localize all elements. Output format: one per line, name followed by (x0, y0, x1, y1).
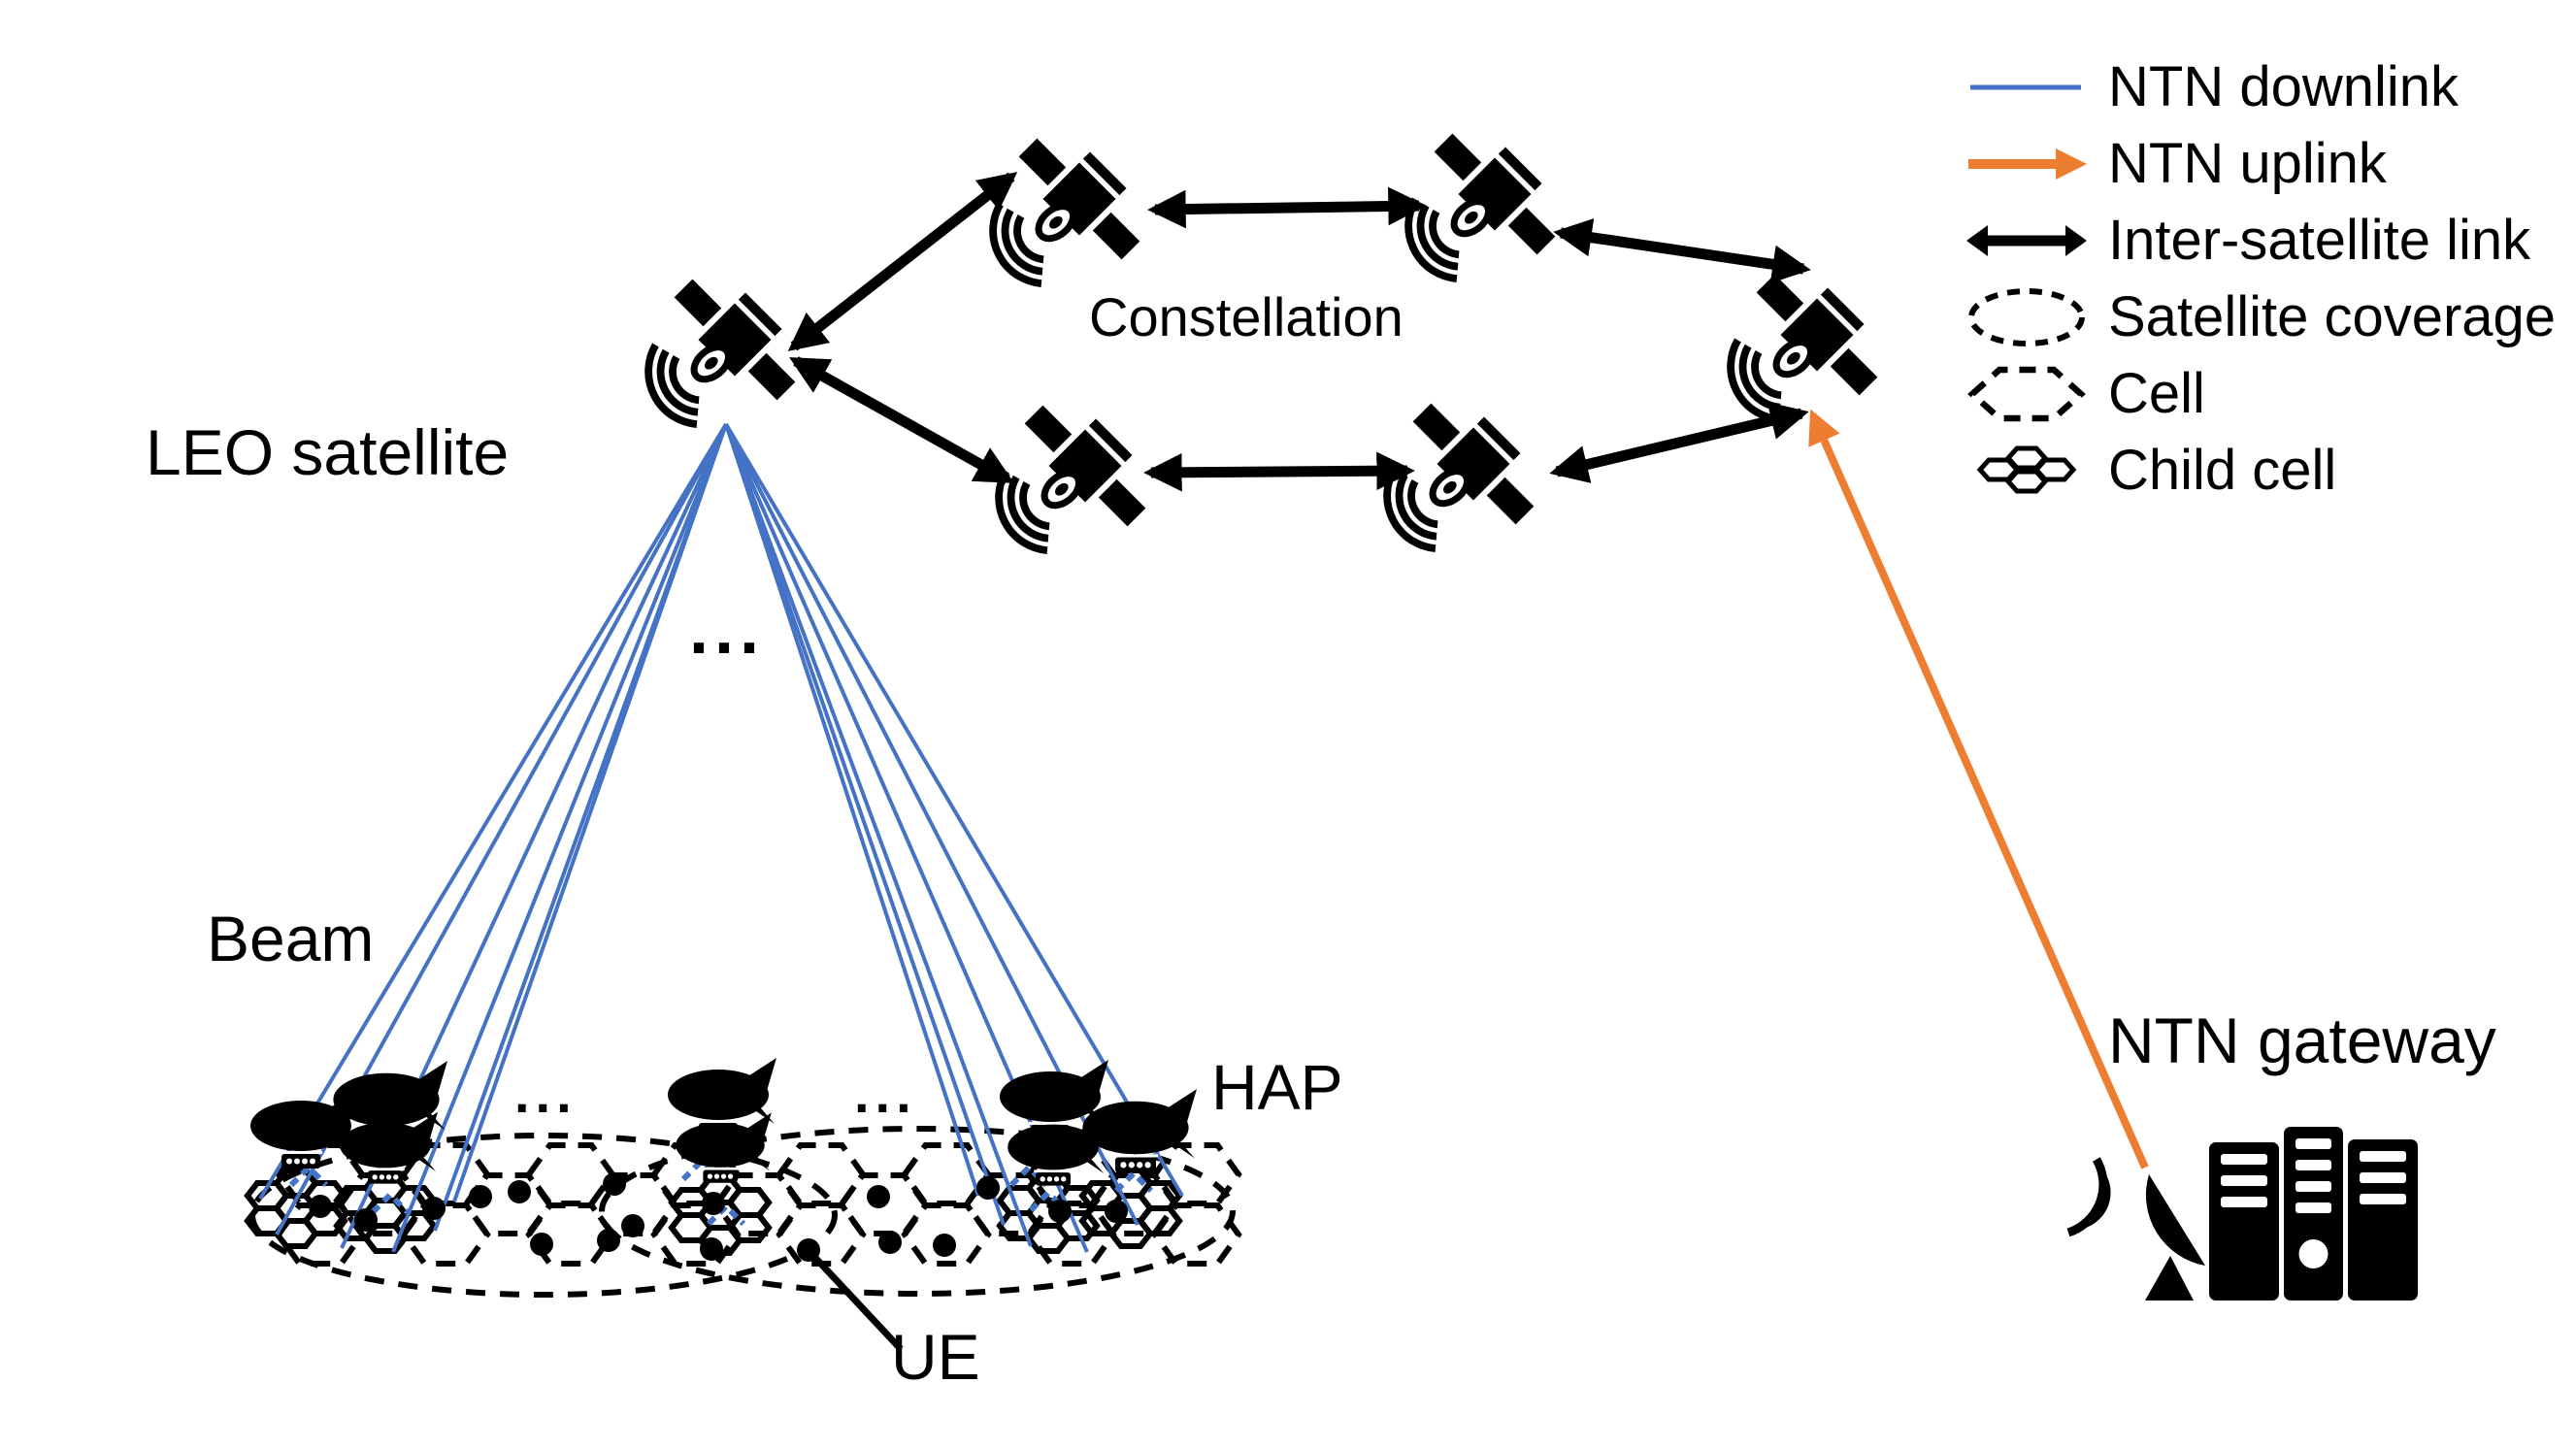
hap-airship-icon (1007, 1113, 1106, 1186)
cell-hexagon (462, 1172, 553, 1236)
inter-satellite-link-arrow (1147, 186, 1427, 229)
cell-hexagon (838, 1172, 929, 1236)
legend-row-ntn-uplink: NTN uplink (1966, 125, 2556, 202)
ntn-downlink-beam (258, 422, 728, 1201)
label-ntn-gateway: NTN gateway (2108, 1004, 2496, 1076)
constellation-satellite-5 (1383, 403, 1535, 553)
legend-row-cell: Cell (1966, 355, 2556, 432)
label-ue: UE (891, 1321, 980, 1393)
label-leo-satellite: LEO satellite (146, 416, 510, 488)
beam-footprint-chevron (680, 1157, 721, 1182)
cell-hexagon (275, 1202, 366, 1267)
inter-satellite-link-arrow (789, 356, 1014, 484)
ue-dot (508, 1180, 531, 1203)
ue-dot (976, 1176, 1000, 1200)
ground-ellipsis-left: ... (514, 1063, 578, 1124)
ntn-downlink-line-icon (1970, 84, 2081, 89)
leo-satellite-icon (644, 279, 796, 429)
ntn-uplink-arrow-icon (1968, 148, 2087, 180)
ue-dot (1048, 1200, 1072, 1223)
beam-footprint-chevron (1008, 1163, 1049, 1188)
ntn-downlink-beam (724, 423, 1033, 1247)
child-cell-hexagon (1025, 1223, 1072, 1254)
ue-dots (309, 1172, 1128, 1262)
legend-label-ntn-downlink: NTN downlink (2108, 55, 2459, 118)
hap-airships (250, 1058, 1197, 1186)
constellation-satellite-3 (1727, 274, 1878, 424)
hap-airship-icon (676, 1112, 772, 1183)
ue-dot (878, 1231, 902, 1254)
legend-row-ntn-downlink: NTN downlink (1966, 49, 2556, 125)
legend-row-satellite-coverage: Satellite coverage (1966, 279, 2556, 355)
ue-dot (603, 1172, 626, 1196)
constellation-satellite-1 (989, 138, 1140, 288)
ue-dot (309, 1195, 332, 1218)
label-beam: Beam (207, 903, 375, 974)
inter-satellite-link-arrow (1549, 402, 1809, 483)
ue-dot (621, 1214, 644, 1237)
ue-dot (933, 1234, 956, 1257)
beam-footprint-marks (288, 1157, 1154, 1227)
inter-satellite-link-arrow (1553, 218, 1811, 283)
gateway-dish-icon (2145, 1174, 2205, 1266)
ue-dot (867, 1185, 890, 1208)
legend-label-satellite-coverage: Satellite coverage (2108, 285, 2557, 348)
ue-dot (1105, 1200, 1128, 1223)
legend-label-ntn-uplink: NTN uplink (2108, 132, 2387, 195)
ntn-downlink-beam (724, 423, 1006, 1226)
legend-label-cell: Cell (2108, 362, 2205, 425)
ue-dot (530, 1233, 553, 1256)
beam-footprint-chevron (1113, 1169, 1154, 1194)
legend-label-inter-satellite-link: Inter-satellite link (2108, 209, 2531, 272)
cell-hexagon (776, 1202, 867, 1267)
label-hap: HAP (1211, 1051, 1343, 1123)
satellite-coverage-ellipse (599, 1126, 1236, 1297)
beam-footprint-chevron (288, 1163, 329, 1188)
ue-dot (354, 1208, 378, 1232)
gateway-server-tower-icon (2348, 1139, 2418, 1301)
ntn-downlink-beam (391, 423, 728, 1253)
ue-pointer-line (812, 1255, 904, 1352)
ue-dot (422, 1197, 446, 1220)
gateway-server-tower-icon (2284, 1127, 2343, 1301)
satellites (644, 133, 1878, 555)
cell-hexagon-icon (1967, 366, 2086, 421)
satellite-coverage-ellipse-icon (1968, 287, 2085, 346)
ue-dot (469, 1185, 492, 1208)
hap-airship-icon (1082, 1089, 1197, 1173)
legend-row-child-cell: Child cell (1966, 432, 2556, 509)
constellation-satellite-4 (995, 405, 1146, 555)
ue-dot (702, 1192, 725, 1215)
legend-row-inter-satellite-link: Inter-satellite link (1966, 202, 2556, 279)
beam-footprint-chevron (706, 1202, 746, 1227)
constellation-satellite-2 (1404, 133, 1556, 283)
legend-label-child-cell: Child cell (2108, 439, 2337, 502)
inter-satellite-link-arrow (787, 172, 1018, 351)
beams-ellipsis: ... (689, 591, 766, 669)
ntn-uplink-arrow (1808, 409, 2149, 1169)
ue-dot (597, 1229, 620, 1252)
inter-satellite-link-arrow (1143, 451, 1415, 492)
ntn-downlink-beam (452, 423, 728, 1202)
ground-ellipsis-right: ... (854, 1063, 917, 1124)
label-constellation: Constellation (1089, 286, 1404, 347)
ntn-downlink-beam (724, 423, 980, 1197)
gateway-server-tower-icon (2209, 1142, 2279, 1301)
legend: NTN downlink NTN uplink Inter-satellite … (1966, 49, 2556, 509)
child-cell-cluster-icon (1976, 445, 2077, 493)
beam-footprint-chevron (1028, 1188, 1069, 1213)
inter-satellite-link-icon (1966, 224, 2087, 256)
ue-dot (700, 1237, 723, 1261)
ntn-gateway-icon (2066, 1127, 2418, 1301)
inter-satellite-links (787, 172, 1811, 492)
ntn-downlink-beams (258, 422, 1184, 1253)
beam-footprint-chevron (370, 1190, 411, 1215)
ue-dot (797, 1238, 820, 1262)
